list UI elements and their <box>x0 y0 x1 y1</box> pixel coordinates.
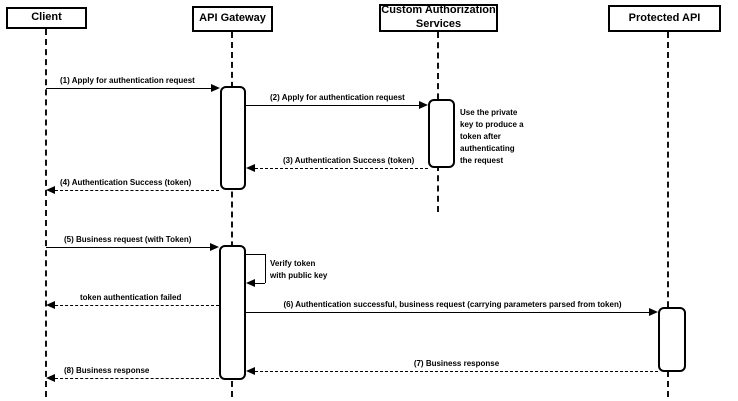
activation-api-gateway-business <box>219 245 246 380</box>
message-3-label: (3) Authentication Success (token) <box>283 156 415 165</box>
lifeline-client <box>45 29 47 397</box>
participant-api-gateway: API Gateway <box>192 6 273 32</box>
message-5-line <box>46 247 211 248</box>
message-2-line <box>246 105 420 106</box>
message-5-arrowhead-icon <box>210 243 219 251</box>
message-1-line <box>46 88 212 89</box>
message-7-arrowhead-icon <box>246 367 255 375</box>
lifeline-protected-api <box>667 32 669 397</box>
message-1-label: (1) Apply for authentication request <box>60 76 195 85</box>
message-failed-line <box>55 305 219 306</box>
participant-custom-authorization-services: Custom Authorization Services <box>379 4 498 32</box>
activation-custom-auth <box>428 99 455 168</box>
message-6-line <box>246 312 650 313</box>
self-message-side-line <box>265 254 266 283</box>
message-8-label: (8) Business response <box>64 366 150 375</box>
participant-protected-api: Protected API <box>608 5 721 32</box>
message-3-line <box>255 168 428 169</box>
message-4-label: (4) Authentication Success (token) <box>60 178 192 187</box>
activation-api-gateway-auth <box>220 86 246 190</box>
message-7-line <box>255 371 658 372</box>
message-4-line <box>55 190 219 191</box>
message-6-arrowhead-icon <box>649 308 658 316</box>
message-2-label: (2) Apply for authentication request <box>270 93 405 102</box>
message-5-label: (5) Business request (with Token) <box>64 235 192 244</box>
self-message-bottom-line <box>255 283 265 284</box>
note-private-key: Use the private key to produce a token a… <box>460 108 524 165</box>
self-message-top-line <box>246 254 265 255</box>
self-message-arrowhead-icon <box>246 279 255 287</box>
lifeline-api-gateway <box>231 32 233 397</box>
message-2-arrowhead-icon <box>419 101 428 109</box>
self-message-label: Verify token with public key <box>270 259 328 280</box>
message-7-label: (7) Business response <box>413 359 500 368</box>
message-1-arrowhead-icon <box>211 84 220 92</box>
participant-client: Client <box>6 7 87 29</box>
message-4-arrowhead-icon <box>46 186 55 194</box>
message-failed-arrowhead-icon <box>46 301 55 309</box>
activation-protected-api <box>658 307 686 372</box>
message-failed-label: token authentication failed <box>80 293 182 302</box>
message-8-line <box>55 378 219 379</box>
message-6-label: (6) Authentication successful, business … <box>283 300 622 309</box>
message-3-arrowhead-icon <box>246 164 255 172</box>
message-8-arrowhead-icon <box>46 374 55 382</box>
